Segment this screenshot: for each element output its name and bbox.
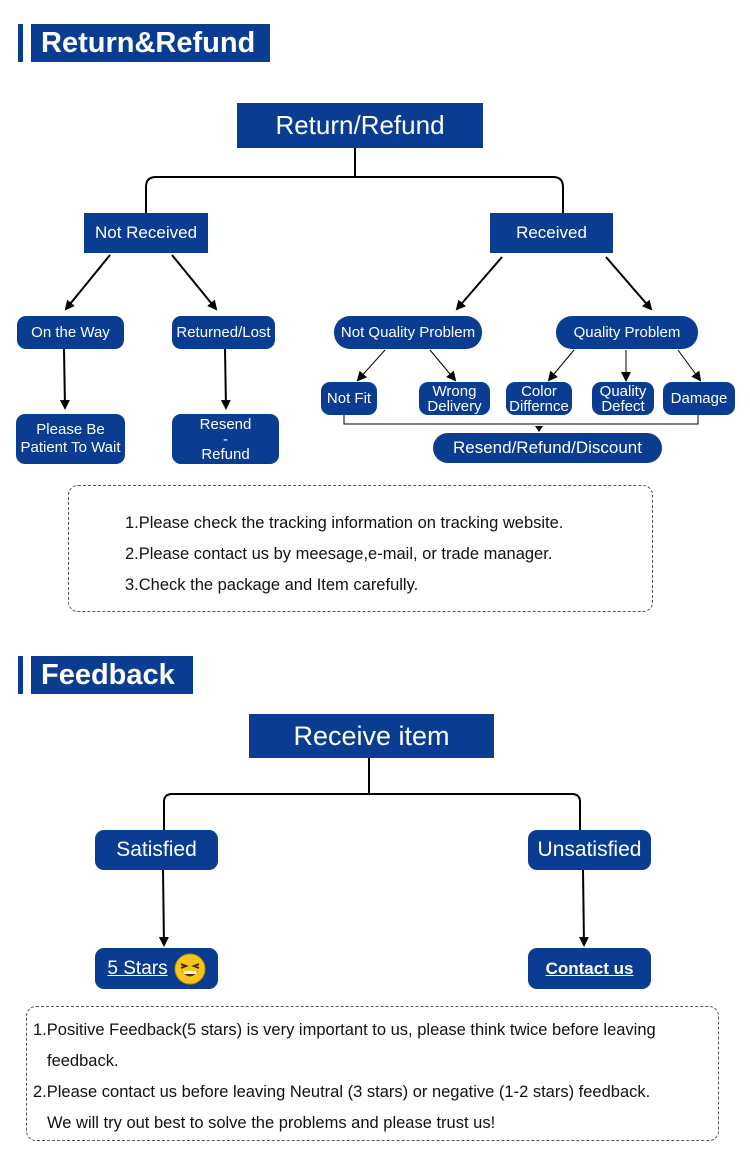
- return-note-1: 1.Please check the tracking information …: [125, 514, 564, 532]
- grinning-emoji-icon: [174, 953, 206, 984]
- node-receive-item: Receive item: [249, 714, 494, 758]
- node-quality-defect: Quality Defect: [592, 382, 654, 415]
- node-satisfied: Satisfied: [95, 830, 218, 870]
- return-note-2: 2.Please contact us by meesage,e-mail, o…: [125, 545, 553, 563]
- return-note-3: 3.Check the package and Item carefully.: [125, 576, 419, 594]
- stars-label: 5 Stars: [107, 957, 168, 979]
- contact-us-button[interactable]: Contact us: [528, 948, 651, 989]
- node-damage: Damage: [663, 382, 735, 415]
- section-title-return-refund: Return&Refund: [31, 24, 270, 62]
- node-received: Received: [490, 213, 613, 253]
- node-returned-lost: Returned/Lost: [172, 316, 275, 349]
- section-marker: [18, 24, 23, 62]
- node-unsatisfied: Unsatisfied: [528, 830, 651, 870]
- node-on-the-way: On the Way: [17, 316, 124, 349]
- node-resend-refund: Resend - Refund: [172, 414, 279, 464]
- return-notes: 1.Please check the tracking information …: [68, 485, 653, 612]
- node-return-refund: Return/Refund: [237, 103, 483, 148]
- node-not-received: Not Received: [84, 213, 208, 253]
- node-quality-problem: Quality Problem: [556, 316, 698, 349]
- node-not-fit: Not Fit: [321, 382, 377, 415]
- node-resend-refund-discount: Resend/Refund/Discount: [433, 433, 662, 463]
- feedback-note-1-cont: feedback.: [47, 1052, 119, 1070]
- contact-us-label: Contact us: [545, 958, 634, 978]
- node-not-quality-problem: Not Quality Problem: [334, 316, 482, 349]
- node-wrong-delivery: Wrong Delivery: [419, 382, 490, 415]
- node-please-wait: Please Be Patient To Wait: [16, 414, 125, 464]
- feedback-notes: 1.Positive Feedback(5 stars) is very imp…: [26, 1006, 719, 1141]
- feedback-note-1: 1.Positive Feedback(5 stars) is very imp…: [33, 1021, 656, 1039]
- node-color-difference: Color Differnce: [506, 382, 572, 415]
- feedback-note-2: 2.Please contact us before leaving Neutr…: [33, 1083, 651, 1101]
- node-5-stars: 5 Stars: [95, 948, 218, 989]
- section-title-feedback: Feedback: [31, 656, 193, 694]
- feedback-note-2-cont: We will try out best to solve the proble…: [47, 1114, 496, 1132]
- section-marker: [18, 656, 23, 694]
